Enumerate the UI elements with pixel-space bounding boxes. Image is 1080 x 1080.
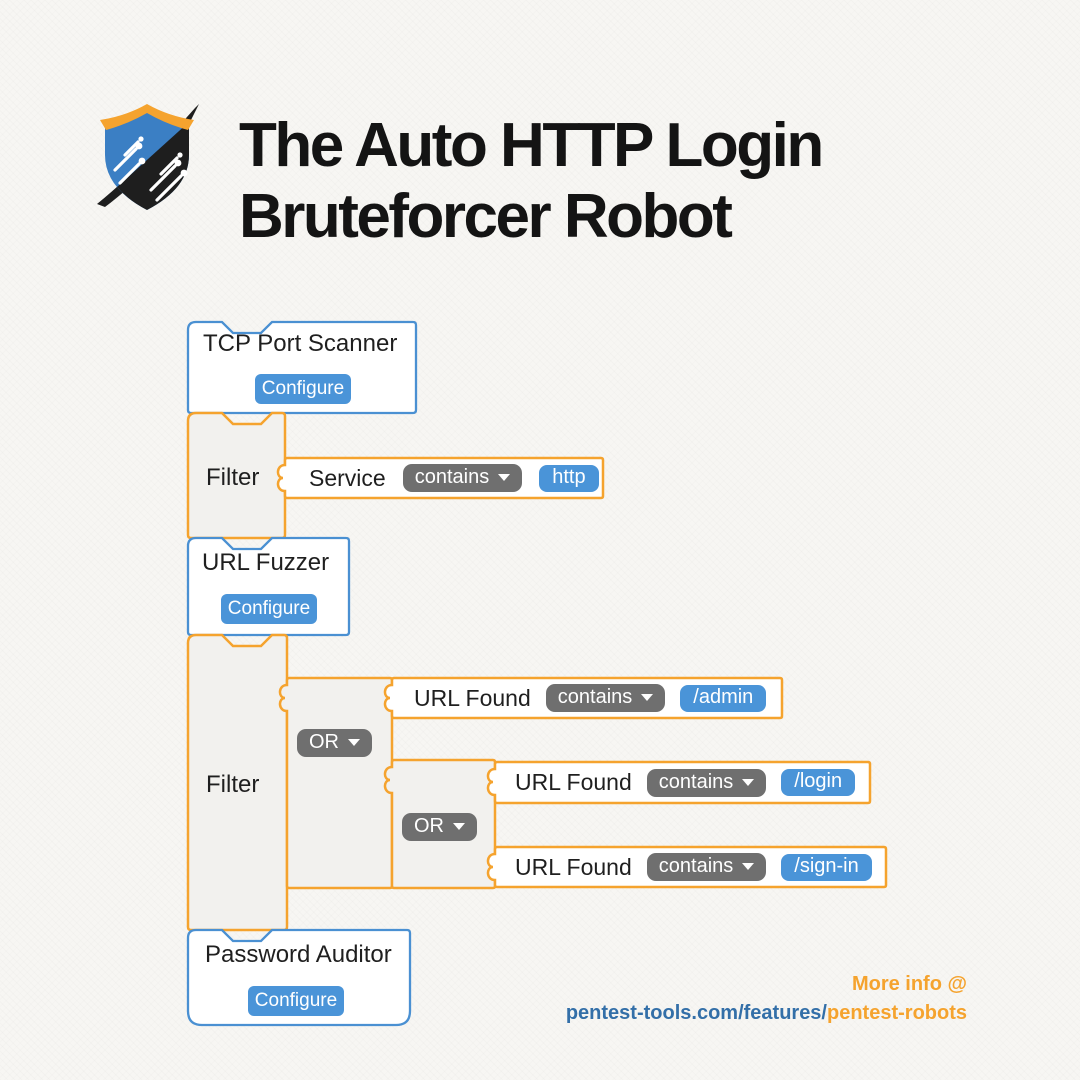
filter-service-label: Filter xyxy=(206,464,260,491)
condition-service-row: Service contains http xyxy=(285,458,603,498)
operator-label: contains xyxy=(557,686,633,708)
page-title-line-1: The Auto HTTP Login xyxy=(239,111,824,180)
footer-url-prefix: pentest-tools.com/features/ xyxy=(565,1002,827,1024)
caret-down-icon xyxy=(641,694,654,701)
caret-down-icon xyxy=(742,863,755,870)
tcp-scanner-configure-button[interactable]: Configure xyxy=(255,374,351,404)
condition-signin-value-chip[interactable]: /sign-in xyxy=(781,853,872,881)
page-title-line-2: Bruteforcer Robot xyxy=(239,182,733,251)
url-fuzzer-title: URL Fuzzer xyxy=(202,549,330,576)
operator-label: contains xyxy=(658,855,734,877)
page-title: The Auto HTTP Login Bruteforcer Robot xyxy=(239,110,919,252)
password-auditor-configure-button[interactable]: Configure xyxy=(248,986,344,1016)
or-outer-operator-dropdown[interactable]: OR xyxy=(297,729,372,757)
or-group-outer-shape[interactable] xyxy=(278,676,394,890)
caret-down-icon xyxy=(498,474,511,481)
condition-login-row: URL Found contains /login xyxy=(495,762,870,803)
operator-label: OR xyxy=(309,731,339,753)
condition-signin-field: URL Found xyxy=(515,853,632,880)
filter-urls-label: Filter xyxy=(206,771,260,798)
condition-login-value-chip[interactable]: /login xyxy=(781,769,856,796)
password-auditor-title: Password Auditor xyxy=(205,941,392,968)
condition-service-operator-dropdown[interactable]: contains xyxy=(402,464,523,492)
condition-login-field: URL Found xyxy=(515,769,632,795)
caret-down-icon xyxy=(348,739,360,746)
block-filter-urls-shape[interactable] xyxy=(186,633,289,932)
condition-signin-operator-dropdown[interactable]: contains xyxy=(646,853,767,881)
condition-signin-row: URL Found contains /sign-in xyxy=(495,847,886,887)
operator-label: contains xyxy=(414,466,490,488)
operator-label: contains xyxy=(658,770,734,793)
footer-url[interactable]: pentest-tools.com/features/pentest-robot… xyxy=(566,999,967,1028)
url-fuzzer-configure-button[interactable]: Configure xyxy=(221,594,317,624)
condition-service-field: Service xyxy=(309,464,386,491)
condition-admin-row: URL Found contains /admin xyxy=(392,678,782,718)
tcp-scanner-title: TCP Port Scanner xyxy=(203,330,398,357)
or-inner-operator-dropdown[interactable]: OR xyxy=(402,813,477,841)
block-filter-service-shape[interactable] xyxy=(186,411,287,540)
condition-admin-value-chip[interactable]: /admin xyxy=(680,684,767,712)
footer: More info @ pentest-tools.com/features/p… xyxy=(566,970,967,1028)
condition-login-operator-dropdown[interactable]: contains xyxy=(646,768,767,797)
condition-admin-field: URL Found xyxy=(414,684,531,711)
condition-admin-operator-dropdown[interactable]: contains xyxy=(545,684,666,712)
condition-service-value-chip[interactable]: http xyxy=(539,464,599,492)
pentest-tools-logo-icon xyxy=(97,104,199,210)
more-info-label: More info @ xyxy=(851,973,967,995)
footer-url-highlight: pentest-robots xyxy=(827,1002,967,1024)
caret-down-icon xyxy=(742,778,755,786)
block-tcp-scanner-shape[interactable] xyxy=(186,320,418,415)
caret-down-icon xyxy=(453,823,465,830)
block-password-auditor-shape[interactable] xyxy=(186,928,412,1027)
operator-label: OR xyxy=(414,815,444,837)
